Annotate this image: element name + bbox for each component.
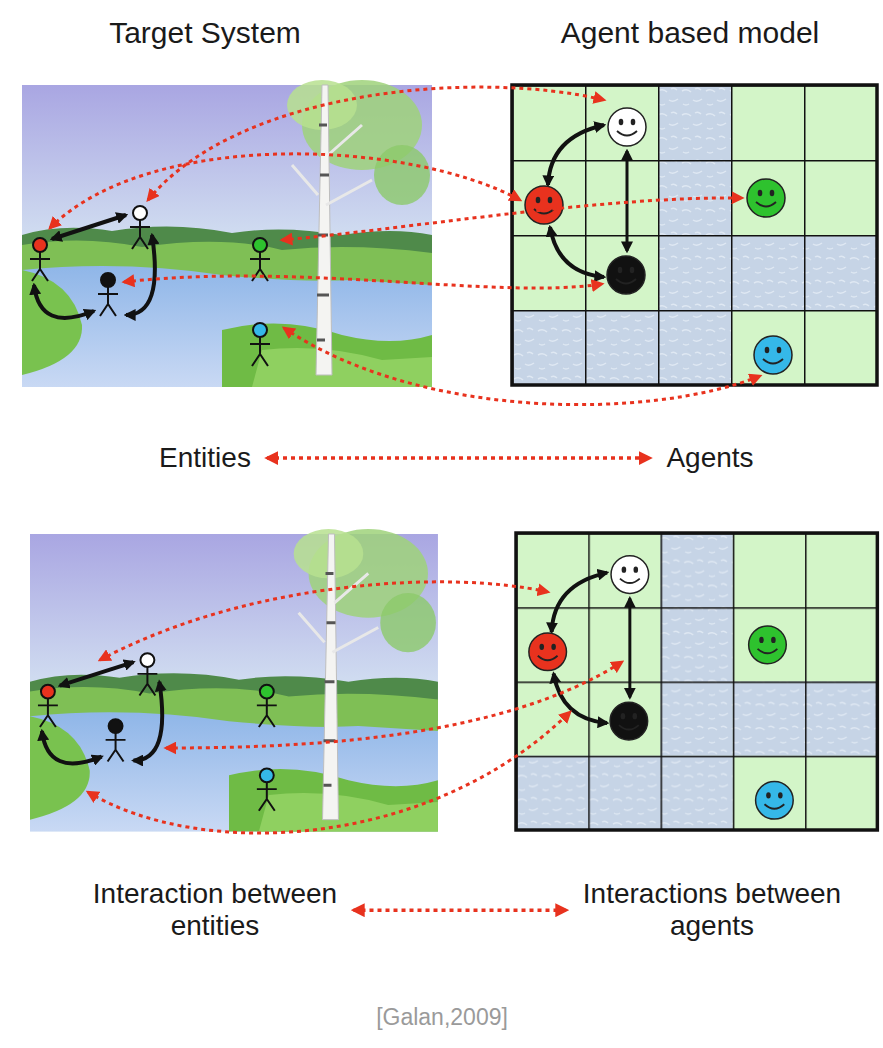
concept-label: Interactions between agents [577, 876, 848, 944]
mapping-links [50, 87, 760, 833]
target-picture [30, 529, 438, 831]
column-heading: Agent based model [561, 16, 820, 50]
illustration-part [148, 87, 604, 200]
concept-text: Agents [664, 442, 756, 474]
illustration-part [282, 198, 742, 240]
agent-grid [512, 85, 877, 385]
correspondence-arrow [354, 908, 567, 912]
citation-caption: [Galan,2009] [376, 1004, 508, 1031]
illustration-part [30, 529, 438, 831]
illustration-part [124, 276, 602, 288]
illustration-part [50, 154, 520, 228]
column-heading: Target System [109, 16, 301, 50]
illustration-part [284, 328, 760, 405]
illustration-part [516, 533, 877, 830]
agent-grid [516, 533, 877, 830]
correspondence-arrow [267, 456, 650, 460]
concept-label: Interaction between entities [87, 876, 344, 944]
concept-label: Entities [153, 440, 257, 476]
illustration-part [88, 712, 570, 833]
concept-text: Interaction between entities [91, 878, 340, 942]
target-picture [22, 80, 432, 387]
illustration-part [166, 662, 622, 748]
concept-text: Entities [157, 442, 253, 474]
concept-label: Agents [660, 440, 760, 476]
concept-text: Interactions between agents [581, 878, 844, 942]
illustration-part [100, 582, 548, 660]
